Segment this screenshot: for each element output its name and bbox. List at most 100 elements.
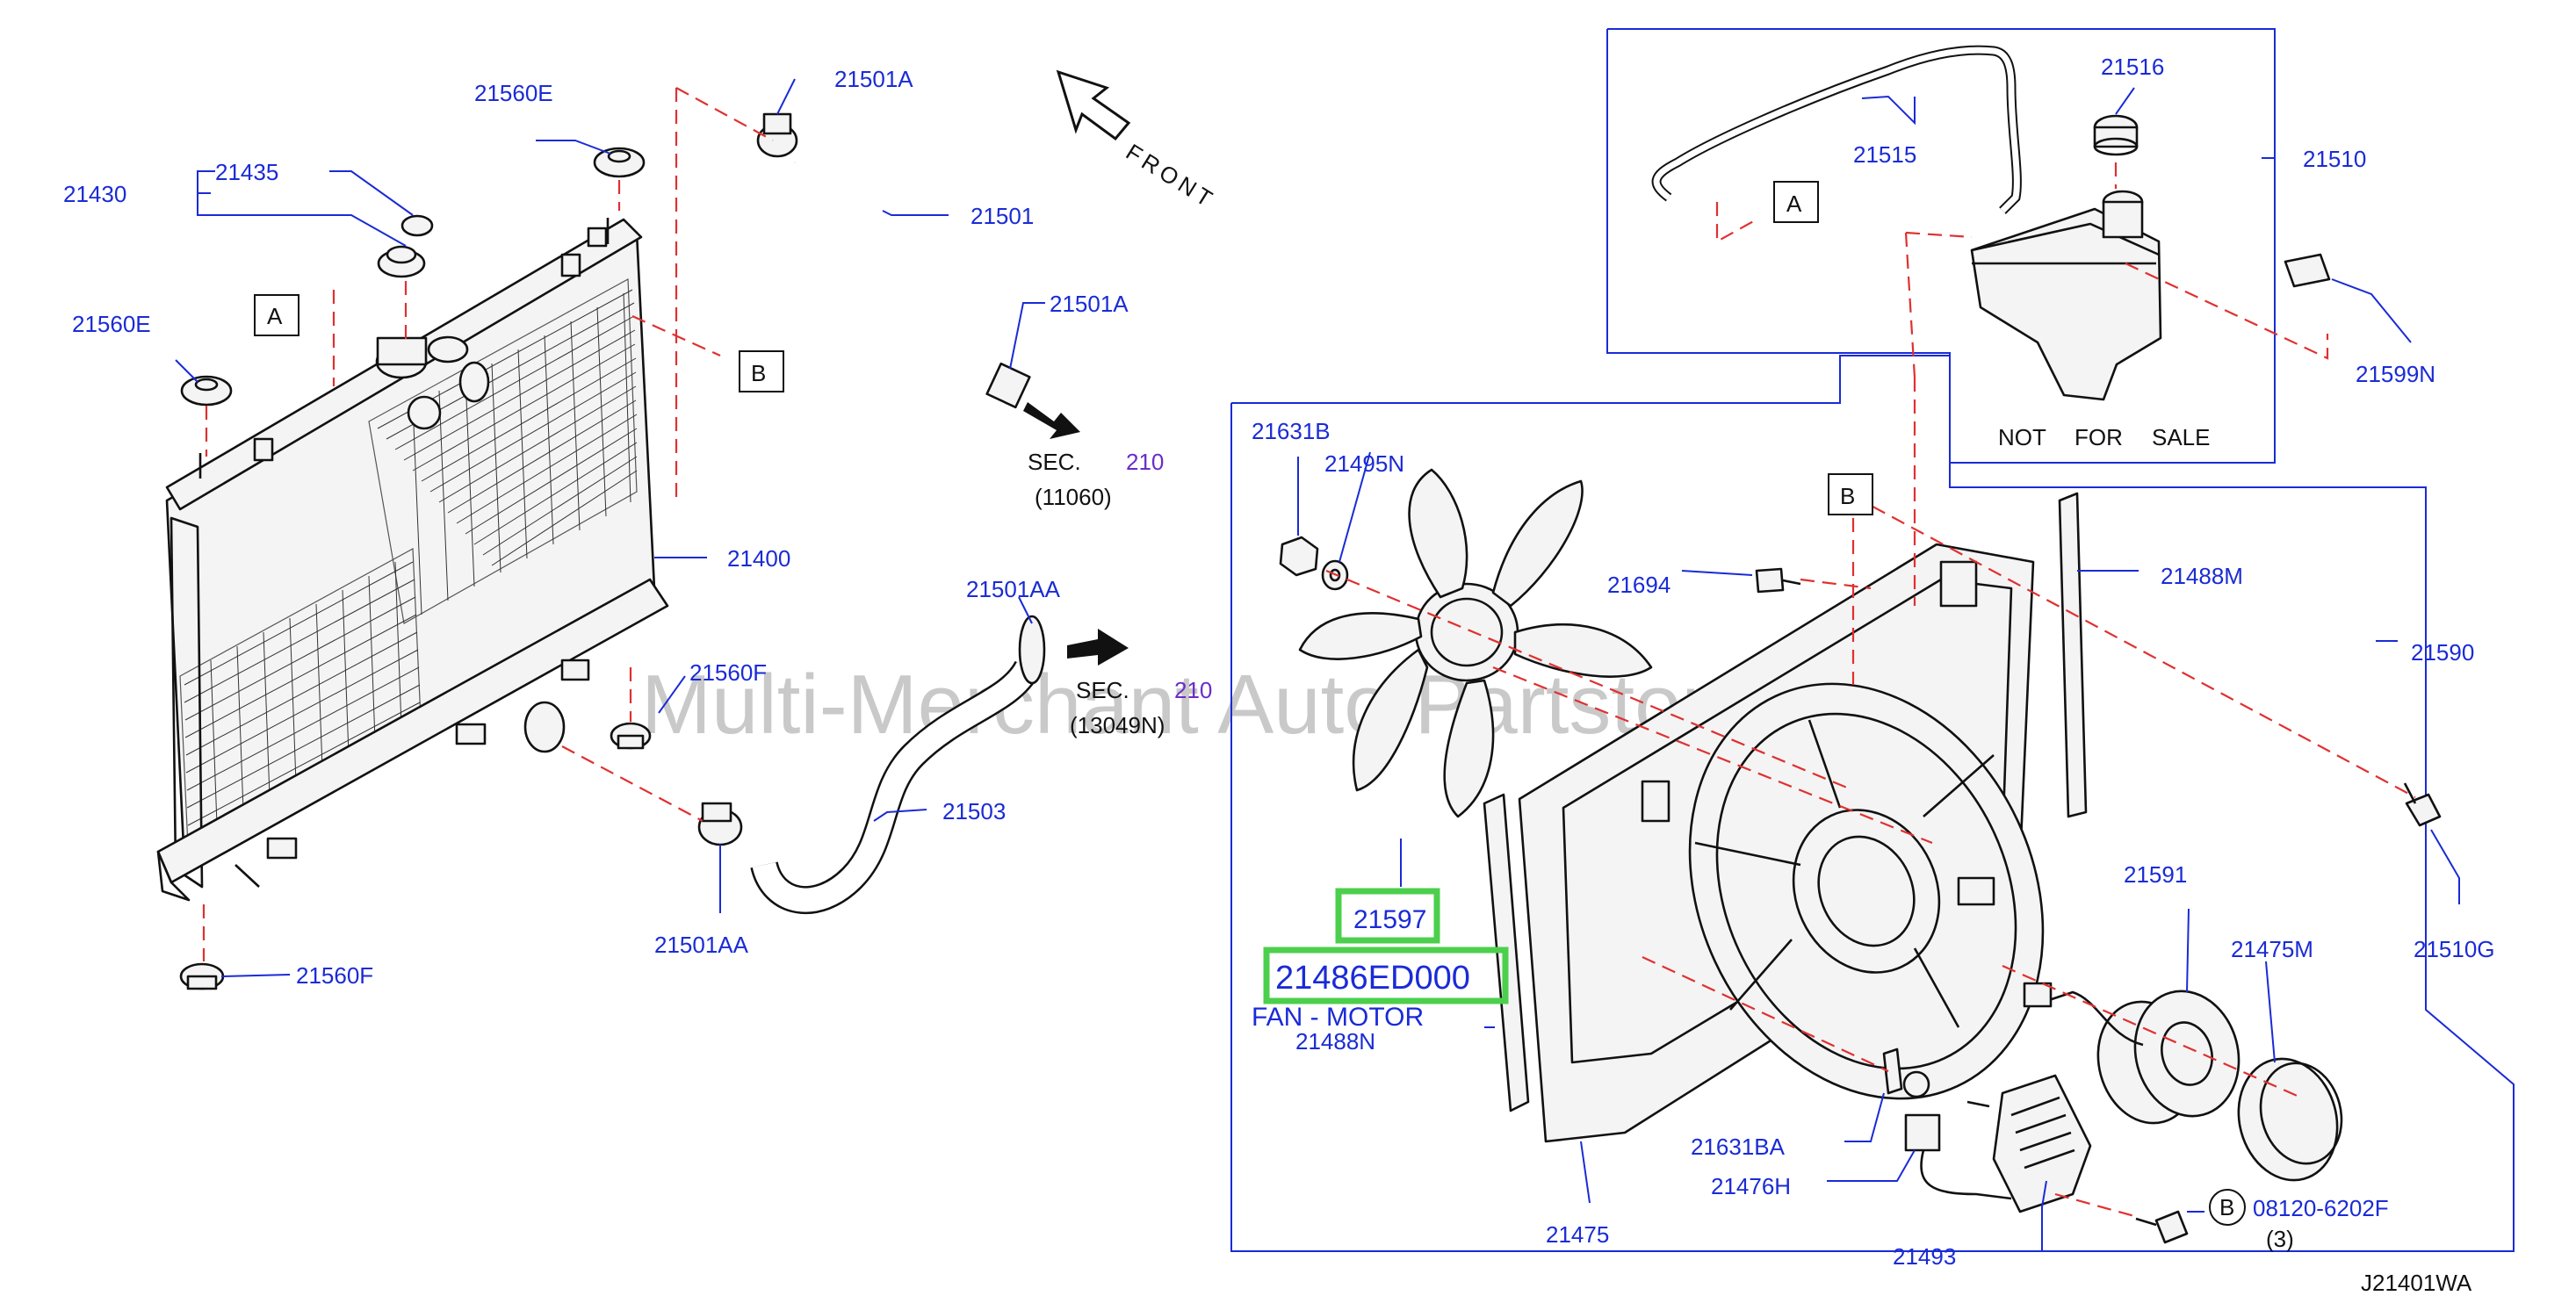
label-21501AA-bottom[interactable]: 21501AA: [654, 932, 749, 958]
reservoir-tank[interactable]: [1970, 190, 2162, 401]
ref-tag-a-left: A: [254, 294, 299, 336]
shroud-bolt-right[interactable]: [2403, 782, 2442, 827]
label-21400[interactable]: 21400: [727, 545, 790, 572]
upper-hose-clamp-bottom[interactable]: [985, 362, 1031, 409]
harness-clip[interactable]: [1882, 1047, 1903, 1095]
radiator-core-hatch-top: [368, 278, 638, 624]
mount-insulator-mid[interactable]: [610, 722, 652, 750]
label-21488M[interactable]: 21488M: [2161, 563, 2243, 589]
seal-strip-right[interactable]: [2058, 492, 2088, 818]
highlight-21597: [1335, 888, 1440, 944]
label-21495N[interactable]: 21495N: [1324, 450, 1404, 477]
fan-blade[interactable]: [1298, 468, 1653, 818]
label-21631B[interactable]: 21631B: [1252, 418, 1331, 444]
mount-insulator-left[interactable]: [180, 375, 233, 407]
ref-tag-b-bolt: B: [2209, 1189, 2246, 1226]
label-21590[interactable]: 21590: [2411, 639, 2474, 666]
harness-washer[interactable]: [1902, 1070, 1930, 1098]
label-21597[interactable]: 21597: [1353, 905, 1426, 934]
fan-shroud[interactable]: [1518, 543, 2109, 1156]
label-21599N[interactable]: 21599N: [2356, 361, 2435, 387]
svg-text:(13049N): (13049N): [1070, 712, 1165, 738]
label-21501A-mid[interactable]: 21501A: [1050, 291, 1129, 317]
mount-insulator-top[interactable]: [593, 147, 646, 178]
label-21560F-bottom[interactable]: 21560F: [296, 962, 373, 989]
ref-tag-b-left: B: [739, 350, 784, 392]
svg-text:A: A: [267, 303, 283, 329]
label-21560F-mid[interactable]: 21560F: [689, 659, 767, 686]
upper-hose-clamp-top[interactable]: [756, 112, 798, 158]
highlight-21486ED000: [1263, 947, 1509, 1004]
fan-resistor[interactable]: [1992, 1074, 2092, 1213]
lower-hose[interactable]: [750, 659, 1041, 914]
label-21560E-top[interactable]: 21560E: [474, 80, 553, 106]
front-label: FRONT: [1122, 139, 1221, 214]
upper-hose[interactable]: [791, 153, 1001, 393]
label-21591[interactable]: 21591: [2124, 861, 2187, 888]
fan-nut[interactable]: [1279, 536, 1319, 577]
svg-text:B: B: [1840, 483, 1855, 509]
svg-text:NOT: NOT: [1998, 424, 2046, 450]
reservoir-cap[interactable]: [2093, 114, 2139, 156]
label-21493[interactable]: 21493: [1893, 1243, 1956, 1270]
fan-motor[interactable]: [2023, 979, 2253, 1134]
reservoir-tube[interactable]: [1651, 45, 2022, 214]
shroud-bolt-top[interactable]: [1755, 567, 1801, 594]
label-21475M[interactable]: 21475M: [2231, 936, 2313, 962]
label-21501A-top[interactable]: 21501A: [834, 66, 913, 92]
label-21501[interactable]: 21501: [971, 203, 1034, 229]
label-21560E-left[interactable]: 21560E: [72, 311, 151, 337]
guide-line: [2054, 1192, 2135, 1218]
guide-line: [1904, 232, 1916, 378]
label-21430[interactable]: 21430: [63, 181, 126, 207]
guide-line: [1642, 956, 1889, 1072]
cap-gasket[interactable]: [400, 214, 434, 237]
lower-hose-clamp-bottom[interactable]: [697, 802, 743, 846]
ref-tag-a-tank: A: [1773, 181, 1819, 223]
svg-text:B: B: [751, 360, 766, 386]
guide-line: [1905, 231, 1973, 239]
svg-text:FOR: FOR: [2075, 424, 2123, 450]
leader-lines: [175, 78, 2460, 1251]
motor-cover[interactable]: [2226, 1047, 2353, 1191]
label-21503[interactable]: 21503: [942, 798, 1006, 824]
label-21435[interactable]: 21435: [215, 159, 278, 185]
label-21510G[interactable]: 21510G: [2414, 936, 2495, 962]
guide-line: [1800, 578, 1872, 590]
label-21515[interactable]: 21515: [1853, 141, 1916, 168]
label-21510[interactable]: 21510: [2303, 146, 2366, 172]
lower-hose-clamp-top[interactable]: [1018, 615, 1046, 685]
label-21476H[interactable]: 21476H: [1711, 1173, 1791, 1199]
diagram-code: J21401WA: [2361, 1270, 2472, 1296]
fan-frame: [1230, 355, 2515, 1252]
resistor-harness[interactable]: [1904, 1100, 2012, 1200]
label-21475[interactable]: 21475: [1546, 1221, 1609, 1248]
svg-text:210: 210: [1126, 449, 1164, 475]
sec-arrow-2: [1067, 629, 1129, 666]
label-21488N[interactable]: 21488N: [1295, 1028, 1375, 1055]
guide-line: [1325, 569, 1854, 792]
sec-arrow-1: [1023, 402, 1080, 439]
reservoir-label-plate[interactable]: [2284, 253, 2331, 288]
label-21631BA[interactable]: 21631BA: [1691, 1134, 1786, 1160]
ref-tag-b-fan: B: [1828, 473, 1873, 515]
svg-text:SALE: SALE: [2152, 424, 2211, 450]
label-08120-6202F[interactable]: 08120-6202F: [2253, 1195, 2389, 1221]
sec-ref-1: SEC. 210 (11060): [1028, 449, 1164, 510]
motor-bolt[interactable]: [2135, 1210, 2189, 1244]
radiator-filler-neck: [375, 335, 490, 430]
guide-line: [1492, 666, 1933, 845]
not-for-sale-note: NOT FOR SALE: [1998, 424, 2211, 450]
label-21501AA-top[interactable]: 21501AA: [966, 576, 1061, 602]
radiator-assembly[interactable]: [156, 218, 669, 902]
label-21694[interactable]: 21694: [1607, 572, 1670, 598]
label-08120-qty: (3): [2266, 1226, 2294, 1252]
mount-insulator-bottom[interactable]: [179, 962, 225, 990]
guide-line: [2002, 964, 2302, 1099]
svg-text:SEC.: SEC.: [1028, 449, 1081, 475]
guide-line: [2125, 263, 2329, 360]
label-21516[interactable]: 21516: [2101, 54, 2164, 80]
label-21486ED000[interactable]: 21486ED000: [1275, 960, 1470, 997]
radiator-cap[interactable]: [377, 245, 426, 278]
